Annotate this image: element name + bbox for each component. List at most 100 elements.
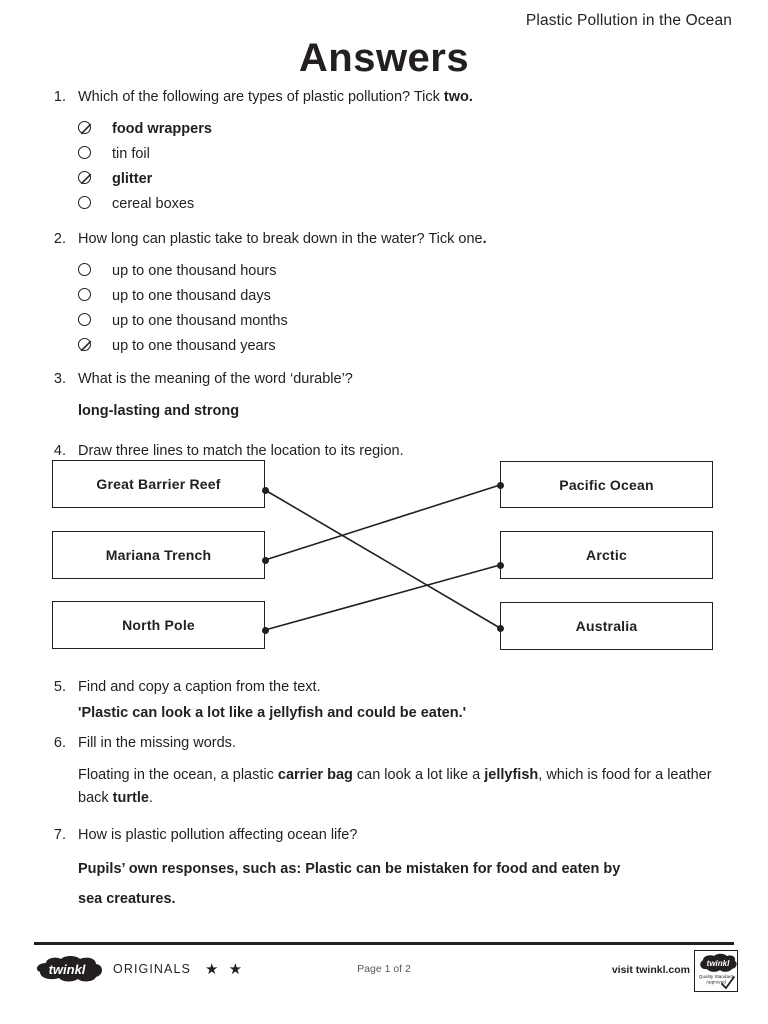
match-dot-arctic[interactable] xyxy=(496,561,504,569)
option-thousand-years[interactable]: up to one thousand years xyxy=(78,333,740,358)
question-list: 1. Which of the following are types of p… xyxy=(40,86,740,914)
option-tin-foil[interactable]: tin foil xyxy=(78,141,740,166)
question-4-prompt: Draw three lines to match the location t… xyxy=(78,443,404,459)
sentence-part-2: can look a lot like a xyxy=(352,767,485,783)
empty-circle-icon[interactable] xyxy=(78,312,94,329)
match-box-mariana-trench[interactable]: Mariana Trench xyxy=(52,531,265,579)
question-5-prompt: Find and copy a caption from the text. xyxy=(78,679,321,695)
question-6: 6. Fill in the missing words. Floating i… xyxy=(40,732,740,810)
question-2-number: 2. xyxy=(53,231,66,247)
page-title: Answers xyxy=(298,36,470,80)
question-1: 1. Which of the following are types of p… xyxy=(40,86,740,216)
footer: twinkl ORIGINALS ★ ★ Page 1 of 2 visit t… xyxy=(0,948,768,1008)
match-box-label: Arctic xyxy=(586,547,627,563)
option-label: up to one thousand days xyxy=(112,287,271,304)
sentence-part-1: Floating in the ocean, a plastic xyxy=(78,767,278,783)
question-2-prompt: How long can plastic take to break down … xyxy=(78,228,740,250)
question-2: 2. How long can plastic take to break do… xyxy=(40,228,740,358)
option-label: up to one thousand months xyxy=(112,312,288,329)
question-7: 7. How is plastic pollution affecting oc… xyxy=(40,824,740,914)
checked-circle-icon[interactable] xyxy=(78,170,94,187)
question-1-prompt: Which of the following are types of plas… xyxy=(78,86,740,108)
match-dot-pacific-ocean[interactable] xyxy=(496,481,504,489)
question-5-number: 5. xyxy=(53,679,66,695)
option-glitter[interactable]: glitter xyxy=(78,166,740,191)
question-1-prompt-emphasis: two. xyxy=(443,89,473,105)
option-food-wrappers[interactable]: food wrappers xyxy=(78,116,740,141)
question-3-prompt: What is the meaning of the word ‘durable… xyxy=(78,371,353,387)
running-head: Plastic Pollution in the Ocean xyxy=(525,12,732,29)
question-1-number: 1. xyxy=(53,89,66,105)
match-dot-mariana-trench[interactable] xyxy=(261,556,269,564)
brand-lockup: twinkl ORIGINALS ★ ★ xyxy=(34,956,245,982)
option-label: tin foil xyxy=(112,145,150,162)
question-1-prompt-text: Which of the following are types of plas… xyxy=(78,89,444,105)
originals-wordmark: ORIGINALS xyxy=(113,962,191,976)
empty-circle-icon[interactable] xyxy=(78,195,94,212)
match-box-great-barrier-reef[interactable]: Great Barrier Reef xyxy=(52,460,265,508)
question-3-answer: long-lasting and strong xyxy=(78,403,240,419)
svg-text:twinkl: twinkl xyxy=(707,959,730,968)
match-box-arctic[interactable]: Arctic xyxy=(500,531,713,579)
checked-circle-icon[interactable] xyxy=(78,337,94,354)
question-1-options: food wrappers tin foil glitter xyxy=(78,116,740,216)
question-7-number: 7. xyxy=(53,827,66,843)
match-box-label: Australia xyxy=(575,618,638,634)
option-thousand-days[interactable]: up to one thousand days xyxy=(78,283,740,308)
question-5: 5. Find and copy a caption from the text… xyxy=(40,676,740,724)
match-box-australia[interactable]: Australia xyxy=(500,602,713,650)
question-3: 3. What is the meaning of the word ‘dura… xyxy=(40,368,740,422)
question-2-options: up to one thousand hours up to one thous… xyxy=(78,258,740,358)
match-box-label: North Pole xyxy=(122,617,195,633)
match-box-label: Great Barrier Reef xyxy=(96,476,221,492)
svg-text:twinkl: twinkl xyxy=(49,962,86,977)
quality-standard-badge: twinkl Quality Standard Approved xyxy=(694,950,738,992)
star-rating-icon: ★ ★ xyxy=(204,960,246,978)
empty-circle-icon[interactable] xyxy=(78,287,94,304)
checked-circle-icon[interactable] xyxy=(78,120,94,137)
match-box-north-pole[interactable]: North Pole xyxy=(52,601,265,649)
match-line-trench-pacific xyxy=(264,484,501,561)
question-2-prompt-emphasis: . xyxy=(482,231,487,247)
question-2-prompt-text: How long can plastic take to break down … xyxy=(78,231,483,247)
sentence-part-3: , which is food for a leather back xyxy=(78,767,712,806)
svg-text:Approved: Approved xyxy=(706,980,726,985)
question-7-answer-line-2: sea creatures. xyxy=(78,891,176,907)
question-6-number: 6. xyxy=(53,735,66,751)
sentence-answer-carrier-bag: carrier bag xyxy=(277,767,353,783)
question-7-answer-line-1: Pupils’ own responses, such as: Plastic … xyxy=(78,861,621,877)
option-label: up to one thousand hours xyxy=(112,262,277,279)
footer-divider xyxy=(34,942,734,945)
visit-link[interactable]: visit twinkl.com xyxy=(611,964,690,976)
twinkl-cloud-logo-icon: twinkl xyxy=(34,956,106,982)
question-6-prompt: Fill in the missing words. xyxy=(78,735,236,751)
question-3-number: 3. xyxy=(53,371,66,387)
match-line-reef-australia xyxy=(264,489,501,629)
match-dot-great-barrier-reef[interactable] xyxy=(261,486,269,494)
empty-circle-icon[interactable] xyxy=(78,262,94,279)
option-thousand-hours[interactable]: up to one thousand hours xyxy=(78,258,740,283)
empty-circle-icon[interactable] xyxy=(78,145,94,162)
sentence-answer-jellyfish: jellyfish xyxy=(484,767,539,783)
question-7-prompt: How is plastic pollution affecting ocean… xyxy=(78,827,358,843)
option-label: food wrappers xyxy=(112,120,212,137)
question-5-answer: 'Plastic can look a lot like a jellyfish… xyxy=(78,705,467,721)
match-line-northpole-arctic xyxy=(264,564,501,631)
svg-text:Quality Standard: Quality Standard xyxy=(699,974,734,979)
option-thousand-months[interactable]: up to one thousand months xyxy=(78,308,740,333)
question-4: 4. Draw three lines to match the locatio… xyxy=(40,440,740,462)
match-dot-australia[interactable] xyxy=(496,624,504,632)
option-label: up to one thousand years xyxy=(112,337,276,354)
option-label: cereal boxes xyxy=(112,195,195,212)
sentence-answer-turtle: turtle xyxy=(112,790,149,806)
match-box-pacific-ocean[interactable]: Pacific Ocean xyxy=(500,461,713,508)
match-dot-north-pole[interactable] xyxy=(261,626,269,634)
option-label: glitter xyxy=(112,170,153,187)
match-box-label: Mariana Trench xyxy=(105,547,212,563)
matching-lines xyxy=(264,484,501,631)
question-4-number: 4. xyxy=(53,443,66,459)
match-box-label: Pacific Ocean xyxy=(559,476,654,493)
option-cereal-boxes[interactable]: cereal boxes xyxy=(78,191,740,216)
sentence-part-4: . xyxy=(148,790,153,806)
